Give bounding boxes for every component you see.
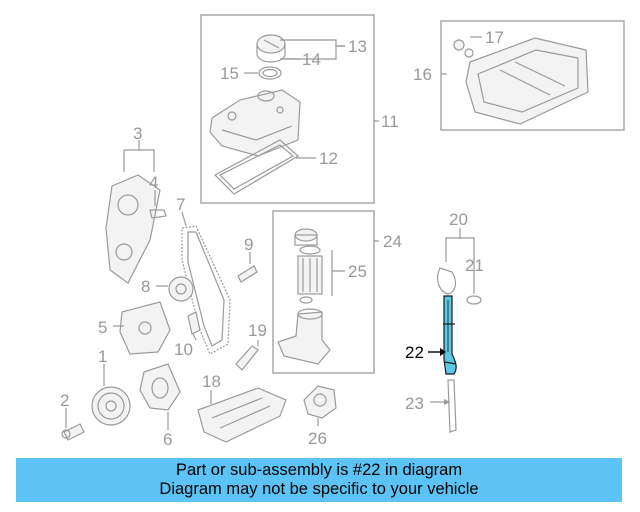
oil-pan-group-box [440,20,625,131]
callout-23: 23 [405,394,424,413]
callout-15: 15 [220,64,239,83]
callout-17: 17 [485,28,504,47]
valve-cover-group-box [200,14,375,204]
callout-12: 12 [319,149,338,168]
callout-10: 10 [174,340,193,359]
rear-timing-cover-drawing [119,301,171,355]
bolt-10-drawing [187,311,201,335]
callout-18: 18 [202,372,221,391]
callout-26: 26 [308,429,327,448]
oil-filter-cover-drawing [303,385,337,419]
dipstick-guide-drawing [447,379,457,433]
oil-filter-housing-drawing [277,308,331,365]
callout-8: 8 [141,277,150,296]
pulley-bolt-drawing [61,423,85,441]
stud-drawing [237,265,258,283]
dipstick-tube-drawing[interactable] [443,295,457,375]
clip-drawing [149,209,167,219]
oil-filter-drawing [294,228,323,304]
cap-seal-drawing [258,66,282,80]
crankshaft-pulley-drawing [91,386,131,426]
callout-3: 3 [133,124,142,143]
timing-belt-drawing [181,225,231,355]
callout-22[interactable]: 22 [405,343,424,362]
callout-19: 19 [248,321,267,340]
banner-line-disclaimer: Diagram may not be specific to your vehi… [159,480,479,498]
callout-16: 16 [413,65,432,84]
valve-cover-gasket-drawing [214,139,300,195]
callout-11: 11 [381,112,399,131]
callout-24: 24 [383,232,402,251]
callout-5: 5 [98,318,107,337]
callout-7: 7 [176,195,185,214]
parts-diagram: 1 2 3 4 5 6 7 8 9 10 11 12 13 14 15 16 1… [60,14,625,449]
oil-pan-drawing [465,37,589,125]
dipstick-handle-drawing [436,267,482,305]
callout-6: 6 [163,430,172,449]
crankshaft-seal-drawing [139,363,181,411]
callout-13: 13 [348,37,367,56]
sensor-19-drawing [235,345,259,371]
callout-21: 21 [465,256,484,275]
callout-2: 2 [60,391,69,410]
banner-line-part-info: Part or sub-assembly is #22 in diagram [175,461,463,479]
timing-cover-drawing [105,174,161,284]
callout-14: 14 [302,50,321,69]
tensioner-pulley-drawing [168,276,194,302]
callout-9: 9 [244,235,253,254]
oil-filler-cap-drawing [256,34,286,63]
valve-cover-drawing [209,89,301,157]
callout-20: 20 [449,210,468,229]
oil-filter-group-box [272,210,375,374]
callout-25: 25 [348,262,367,281]
info-banner: Part or sub-assembly is #22 in diagram D… [16,458,622,502]
drain-plug-drawing [453,39,474,58]
callout-1: 1 [98,347,107,366]
intake-manifold-drawing [197,387,287,443]
callout-4: 4 [149,173,158,192]
